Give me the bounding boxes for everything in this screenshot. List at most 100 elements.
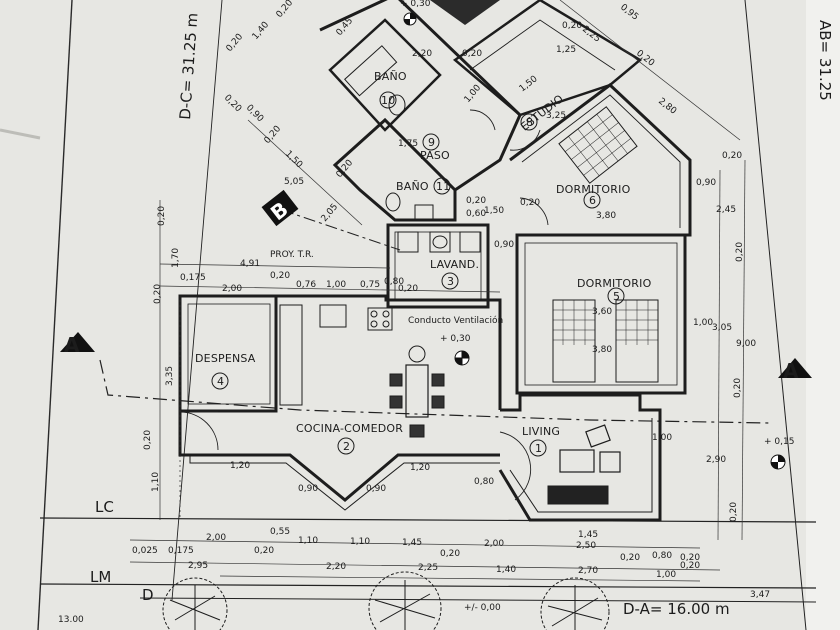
dim-text: 5,05	[284, 177, 304, 187]
label-d: D	[142, 586, 154, 604]
dim-text: 2,95	[188, 561, 208, 571]
dim-text: 2,20	[326, 562, 346, 572]
dim-text: 0,20	[729, 502, 739, 522]
paper-edge	[806, 0, 840, 630]
dim-text: 3,25	[546, 111, 566, 121]
dim-text: 3,60	[592, 307, 612, 317]
heading-ab: AB= 31.25	[816, 20, 834, 101]
dim-text: 2,45	[716, 205, 736, 215]
room-name-lavand: LAVAND.	[430, 258, 479, 271]
room-num-despensa: 4	[217, 375, 224, 388]
dim-text: 0,60	[466, 209, 486, 219]
elev-ground: +/- 0,00	[464, 603, 501, 613]
section-a-right: A	[783, 359, 799, 383]
dim-text: 2,00	[484, 539, 504, 549]
dim-text: 0,20	[254, 546, 274, 556]
dim-text: 0,80	[652, 551, 672, 561]
living-furniture	[547, 424, 621, 505]
elev-inside: + 0,30	[440, 334, 471, 344]
section-line-b	[281, 209, 401, 251]
line-lc	[39, 517, 817, 523]
room-num-living: 1	[535, 442, 542, 455]
dim-text: 1,70	[171, 248, 181, 268]
dim-text: 0,20	[722, 151, 742, 161]
walls	[178, 0, 692, 522]
dim-text: 1,10	[151, 472, 161, 492]
room-name-bano10: BAÑO	[374, 70, 407, 83]
dim-text: 4,91	[240, 259, 260, 269]
dim-text: 1,50	[484, 206, 504, 216]
dim-text: 2,00	[206, 533, 226, 543]
label-lot-right: 3,47	[750, 590, 770, 600]
room-num-lavand: 3	[447, 275, 454, 288]
dim-text: 0,20	[398, 284, 418, 294]
room-num-bano11: 11	[436, 180, 450, 193]
dim-text: 1,00	[326, 280, 346, 290]
dining-table	[389, 345, 445, 438]
dim-text: 0,80	[384, 277, 404, 287]
dim-text: 0,175	[168, 546, 194, 556]
dim-text: 3,05	[712, 323, 732, 333]
dim-text: 2,50	[576, 541, 596, 551]
room-num-dorm6: 6	[589, 194, 596, 207]
section-arrow-left	[60, 332, 95, 352]
dim-text: 0,20	[562, 21, 582, 31]
elev-top: + 0,30	[400, 0, 431, 9]
dim-text: 0,90	[696, 178, 716, 188]
dim-text: 0,55	[270, 527, 290, 537]
dim-text: 0,025	[132, 546, 158, 556]
dim-text: 2,70	[578, 566, 598, 576]
dim-text: 0,20	[620, 553, 640, 563]
section-line-a	[99, 359, 771, 424]
dim-text: 1,25	[556, 45, 576, 55]
room-name-paso: PASO	[420, 149, 450, 162]
door-swings	[179, 109, 549, 501]
dim-text: 0,90	[494, 240, 514, 250]
dim-text: 0,80	[474, 477, 494, 487]
dim-text: 1,20	[410, 463, 430, 473]
dim-text: 0,20	[440, 549, 460, 559]
room-num-cocina: 2	[343, 440, 350, 453]
elev-side: + 0,15	[764, 437, 794, 447]
dim-text: 0,20	[157, 206, 167, 226]
dim-text: 1,45	[402, 538, 422, 548]
dim-text: 0,20	[462, 49, 482, 59]
dim-text: 1,00	[693, 318, 713, 328]
dim-text: 2,00	[222, 284, 242, 294]
dim-text: 0,76	[296, 280, 316, 290]
dim-text: 0,20	[270, 271, 290, 281]
room-num-estudio: 8	[526, 116, 533, 129]
dim-text: 3,35	[165, 366, 175, 386]
dim-text: 0,20	[733, 378, 743, 398]
lot-right	[744, 0, 807, 630]
heading-da: D-A= 16.00 m	[623, 600, 730, 618]
dim-text: 1,45	[578, 530, 598, 540]
dim-text: 3,80	[596, 211, 616, 221]
bathroom-fixtures	[344, 45, 481, 253]
section-b-marker	[261, 189, 299, 227]
dim-text: 3,80	[592, 345, 612, 355]
dim-text: 0,175	[180, 273, 206, 283]
room-num-dorm5: 5	[613, 290, 620, 303]
sheet-border-left	[37, 0, 73, 630]
room-name-cocina: COCINA-COMEDOR	[296, 422, 403, 435]
label-lc: LC	[95, 498, 114, 516]
dim-text: 1,75	[398, 139, 418, 149]
dim-text: 1,10	[350, 537, 370, 547]
line-lm	[39, 583, 817, 589]
roof-hatch	[430, 0, 500, 25]
dim-text: 0,20	[520, 198, 540, 208]
dim-text: 9,00	[736, 339, 756, 349]
dim-text: 1,20	[230, 461, 250, 471]
label-proy: PROY. T.R.	[270, 250, 314, 260]
dim-text: 1,00	[652, 433, 672, 443]
trees	[162, 571, 610, 630]
section-a-left: A	[64, 333, 80, 357]
dim-text: 0,90	[366, 484, 386, 494]
label-lot: 13.00	[58, 615, 84, 625]
room-name-dorm6: DORMITORIO	[556, 183, 631, 196]
line-d	[139, 597, 817, 603]
room-name-dorm5: DORMITORIO	[577, 277, 652, 290]
